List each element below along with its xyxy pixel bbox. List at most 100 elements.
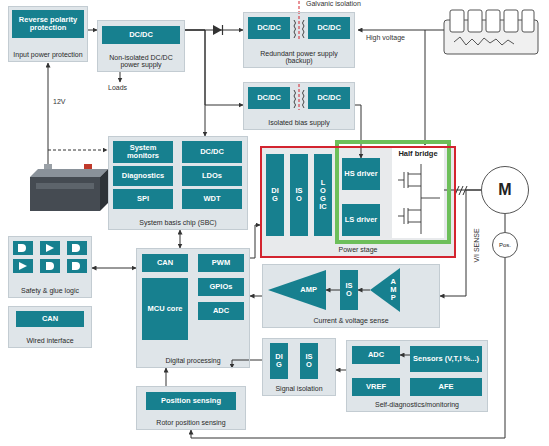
function-box: CAN [142,254,188,272]
circle-node: Pos. [492,232,518,258]
battery-12v [30,164,108,211]
connector [336,370,346,371]
connector [250,225,260,258]
node-label: VREF [366,383,386,391]
group-label: Self-diagnostics/monitoring [373,401,461,411]
node-label: DIG [271,187,279,204]
function-box: GPIOs [198,278,244,296]
connector [400,355,410,356]
node-label: AMP [390,278,398,303]
group-fill [136,386,246,430]
function-box: ADC [198,302,244,320]
connector [88,30,97,31]
group-fill [97,20,185,72]
group-box: System basis chip (SBC)System monitorsDC… [108,136,248,230]
function-box: PWM [198,254,244,272]
group-box: Digital processingCANPWMMCU coreGPIOsADC [136,248,250,368]
node-label: DC/DC [129,31,153,39]
group-box: Signal isolation DIG ISO [262,338,336,396]
vertical-box: DIG [266,154,284,236]
group-fill [346,340,488,412]
group-label: Wired interface [24,337,75,347]
amplifier-shape [268,270,326,310]
half-bridge-panel [392,146,444,238]
annotation-label: 12V [53,98,65,105]
node-label: Position sensing [161,397,221,405]
function-box: AFE [410,378,482,396]
node-label: HS driver [344,170,377,178]
node-label: Pos. [499,242,511,249]
group-box: Isolated bias supplyDC/DCDC/DC [243,82,355,130]
node-label: DIG [275,353,283,370]
function-box: VREF [352,378,400,396]
loads-arrow [120,72,121,82]
connector [185,30,243,105]
function-box: DC/DC [248,17,290,39]
connector [355,105,361,158]
node-label: AMP [300,286,317,294]
connector [92,268,136,269]
vertical-box: ISO [340,270,358,310]
function-box: System monitors [113,141,173,163]
node-label: DC/DC [257,94,281,102]
amplifier-triangle-shape [370,268,400,312]
node-label: CAN [157,259,173,267]
vertical-box: ISO [290,154,308,236]
function-box: SPI [113,189,173,209]
function-box: DC/DC [248,87,290,109]
connector [326,290,340,291]
amplifier-triangle-shape [268,270,326,310]
group-fill [8,306,92,348]
group-label: Power stage [337,246,380,256]
connector [250,296,262,297]
node-label: System monitors [114,144,172,161]
node-label: Reverse polarity protection [13,16,83,33]
diode-symbol [213,25,223,35]
connector [358,290,370,291]
group-fill [8,6,88,62]
annotation-label: High voltage [366,34,405,41]
node-label: ADC [368,351,384,359]
group-label: Input power protection [11,51,84,61]
function-box: WDT [182,189,242,209]
group-box: Non-isolated DC/DC power supply DC/DC [97,20,185,72]
circle-node: M [481,166,529,214]
connector [166,368,167,386]
group-fill [243,12,355,68]
group-box: Input power protection Reverse polarity p… [8,6,88,62]
node-label: M [498,181,511,199]
node-label: DC/DC [317,24,341,32]
node-label: WDT [203,195,220,203]
function-box: LDOs [182,166,242,186]
node-label: DC/DC [200,148,224,156]
group-box: Self-diagnostics/monitoringADCSensors (V… [346,340,488,412]
half-bridge-box: Half bridge [392,146,444,238]
node-label: MCU core [147,305,182,313]
three-phase-marks [455,186,467,195]
group-box: Wired interface CAN [8,306,92,348]
node-label: ISO [345,282,353,299]
group-label: Rotor position sensing [154,419,227,429]
function-box: CAN [16,311,84,327]
function-box: DC/DC [308,87,350,109]
logic-gate-icons [13,241,87,273]
vertical-box: DIG [270,343,288,379]
high-voltage-wire [358,30,444,145]
group-box: Rotor position sensing Position sensing [136,386,246,430]
node-label: ISO [305,353,313,370]
amplifier-triangle: AMP [268,270,326,310]
group-fill [136,248,250,368]
node-label: ADC [213,307,229,315]
group-label: Non-isolated DC/DC power supply [98,54,184,71]
connector [232,360,262,368]
function-box: LS driver [342,204,380,236]
group-fill [243,82,355,130]
connector [191,258,505,438]
group-label: Signal isolation [273,385,324,395]
function-box: DC/DC [102,26,180,44]
group-box: Redundant power supply (backup)DC/DCDC/D… [243,12,355,68]
node-label: DC/DC [257,24,281,32]
node-label: ISO [295,187,303,204]
connector [185,30,205,136]
group-box: Safety & glue logic [8,236,92,298]
